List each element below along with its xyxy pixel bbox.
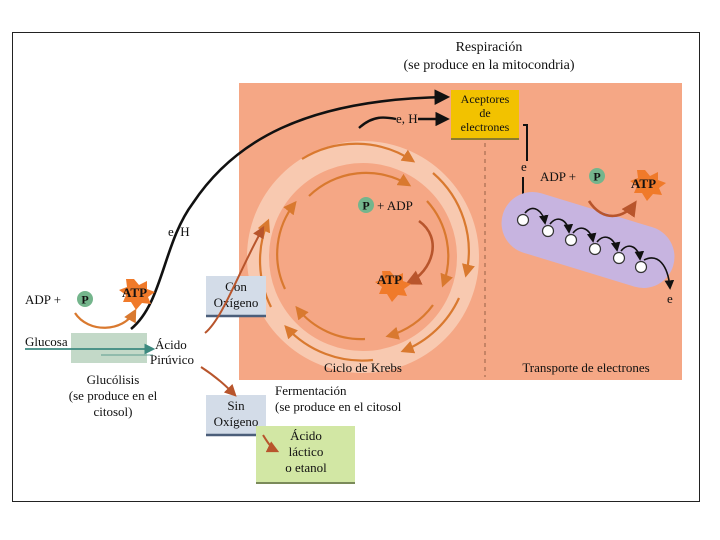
- glycolysis-line-3: citosol): [94, 404, 133, 419]
- glyc-atp-arrow: [74, 308, 137, 329]
- atp-burst-glyc: [119, 279, 155, 310]
- transport-label: Transporte de electrones: [522, 360, 649, 375]
- eh-label-mid: e, H: [168, 224, 190, 239]
- with-oxygen-line-2: Oxígeno: [214, 295, 259, 310]
- p-symbol-etc: P: [593, 170, 600, 184]
- pyruvic-line-2: Pirúvico: [150, 352, 194, 367]
- arrow-pyruvic-to-krebs: [204, 225, 265, 334]
- glycolysis-line-1: Glucólisis: [87, 372, 140, 387]
- arrow-glycolysis-to-acceptors: [130, 89, 451, 331]
- glycolysis-line-2: (se produce en el: [69, 388, 158, 403]
- cellular-respiration-diagram: P + ADP ATP Respiración (se produce en l…: [25, 40, 682, 484]
- electron-transport-chain: [501, 192, 675, 290]
- lactic-line-3: o etanol: [285, 460, 327, 475]
- arrow-acceptors-down: [523, 124, 528, 161]
- arrow-krebs-to-acceptors: [358, 116, 397, 129]
- respiration-subtitle: (se produce en la mitocondria): [403, 58, 574, 73]
- p-circle-krebs: [358, 197, 374, 213]
- etc-adp-label: ADP +: [540, 169, 576, 184]
- atp-burst-etc: [630, 170, 666, 201]
- lactic-line-1: Ácido: [290, 428, 322, 443]
- fermentation-title: Fermentación: [275, 383, 347, 398]
- krebs-adp-label: + ADP: [377, 198, 413, 213]
- krebs-label: Ciclo de Krebs: [324, 360, 402, 375]
- atp-label-glyc: ATP: [122, 285, 147, 300]
- p-symbol-krebs: P: [362, 199, 369, 213]
- respiration-title: Respiración: [456, 40, 523, 55]
- without-oxygen-line-2: Oxígeno: [214, 414, 259, 429]
- atp-burst-krebs: [375, 271, 411, 302]
- krebs-atp-arrow: [405, 219, 434, 285]
- arrow-pyruvic-to-fermentation: [200, 366, 237, 397]
- atp-label-etc: ATP: [631, 176, 656, 191]
- with-oxygen-line-1: Con: [225, 279, 247, 294]
- p-symbol-glyc: P: [81, 293, 88, 307]
- p-circle-etc: [589, 168, 605, 184]
- lactic-line-2: láctico: [289, 444, 324, 459]
- eh-label-top: e, H: [396, 111, 418, 126]
- arrow-fermentation-to-lactic: [262, 434, 280, 453]
- etc-atp-arrow: [587, 200, 637, 218]
- lactic-acid-box: [256, 426, 355, 483]
- pyruvic-line-1: Ácido: [155, 337, 187, 352]
- e-label: e: [521, 159, 527, 174]
- acceptors-line-1: Aceptores: [461, 92, 510, 106]
- diagram-frame: P + ADP ATP Respiración (se produce en l…: [12, 32, 700, 502]
- without-oxygen-line-1: Sin: [227, 398, 245, 413]
- fermentation-subtitle: (se produce en el citosol: [275, 399, 402, 414]
- acceptors-box: [451, 90, 519, 139]
- krebs-cycle-arrows: [257, 142, 475, 362]
- atp-label-krebs: ATP: [377, 272, 402, 287]
- acceptors-line-2: de: [479, 106, 490, 120]
- e-out-label: e: [667, 291, 673, 306]
- glucose-label: Glucosa: [25, 334, 68, 349]
- acceptors-line-3: electrones: [461, 120, 510, 134]
- p-circle-glyc: [77, 291, 93, 307]
- glyc-adp-label: ADP +: [25, 292, 61, 307]
- glucose-box: [71, 333, 147, 363]
